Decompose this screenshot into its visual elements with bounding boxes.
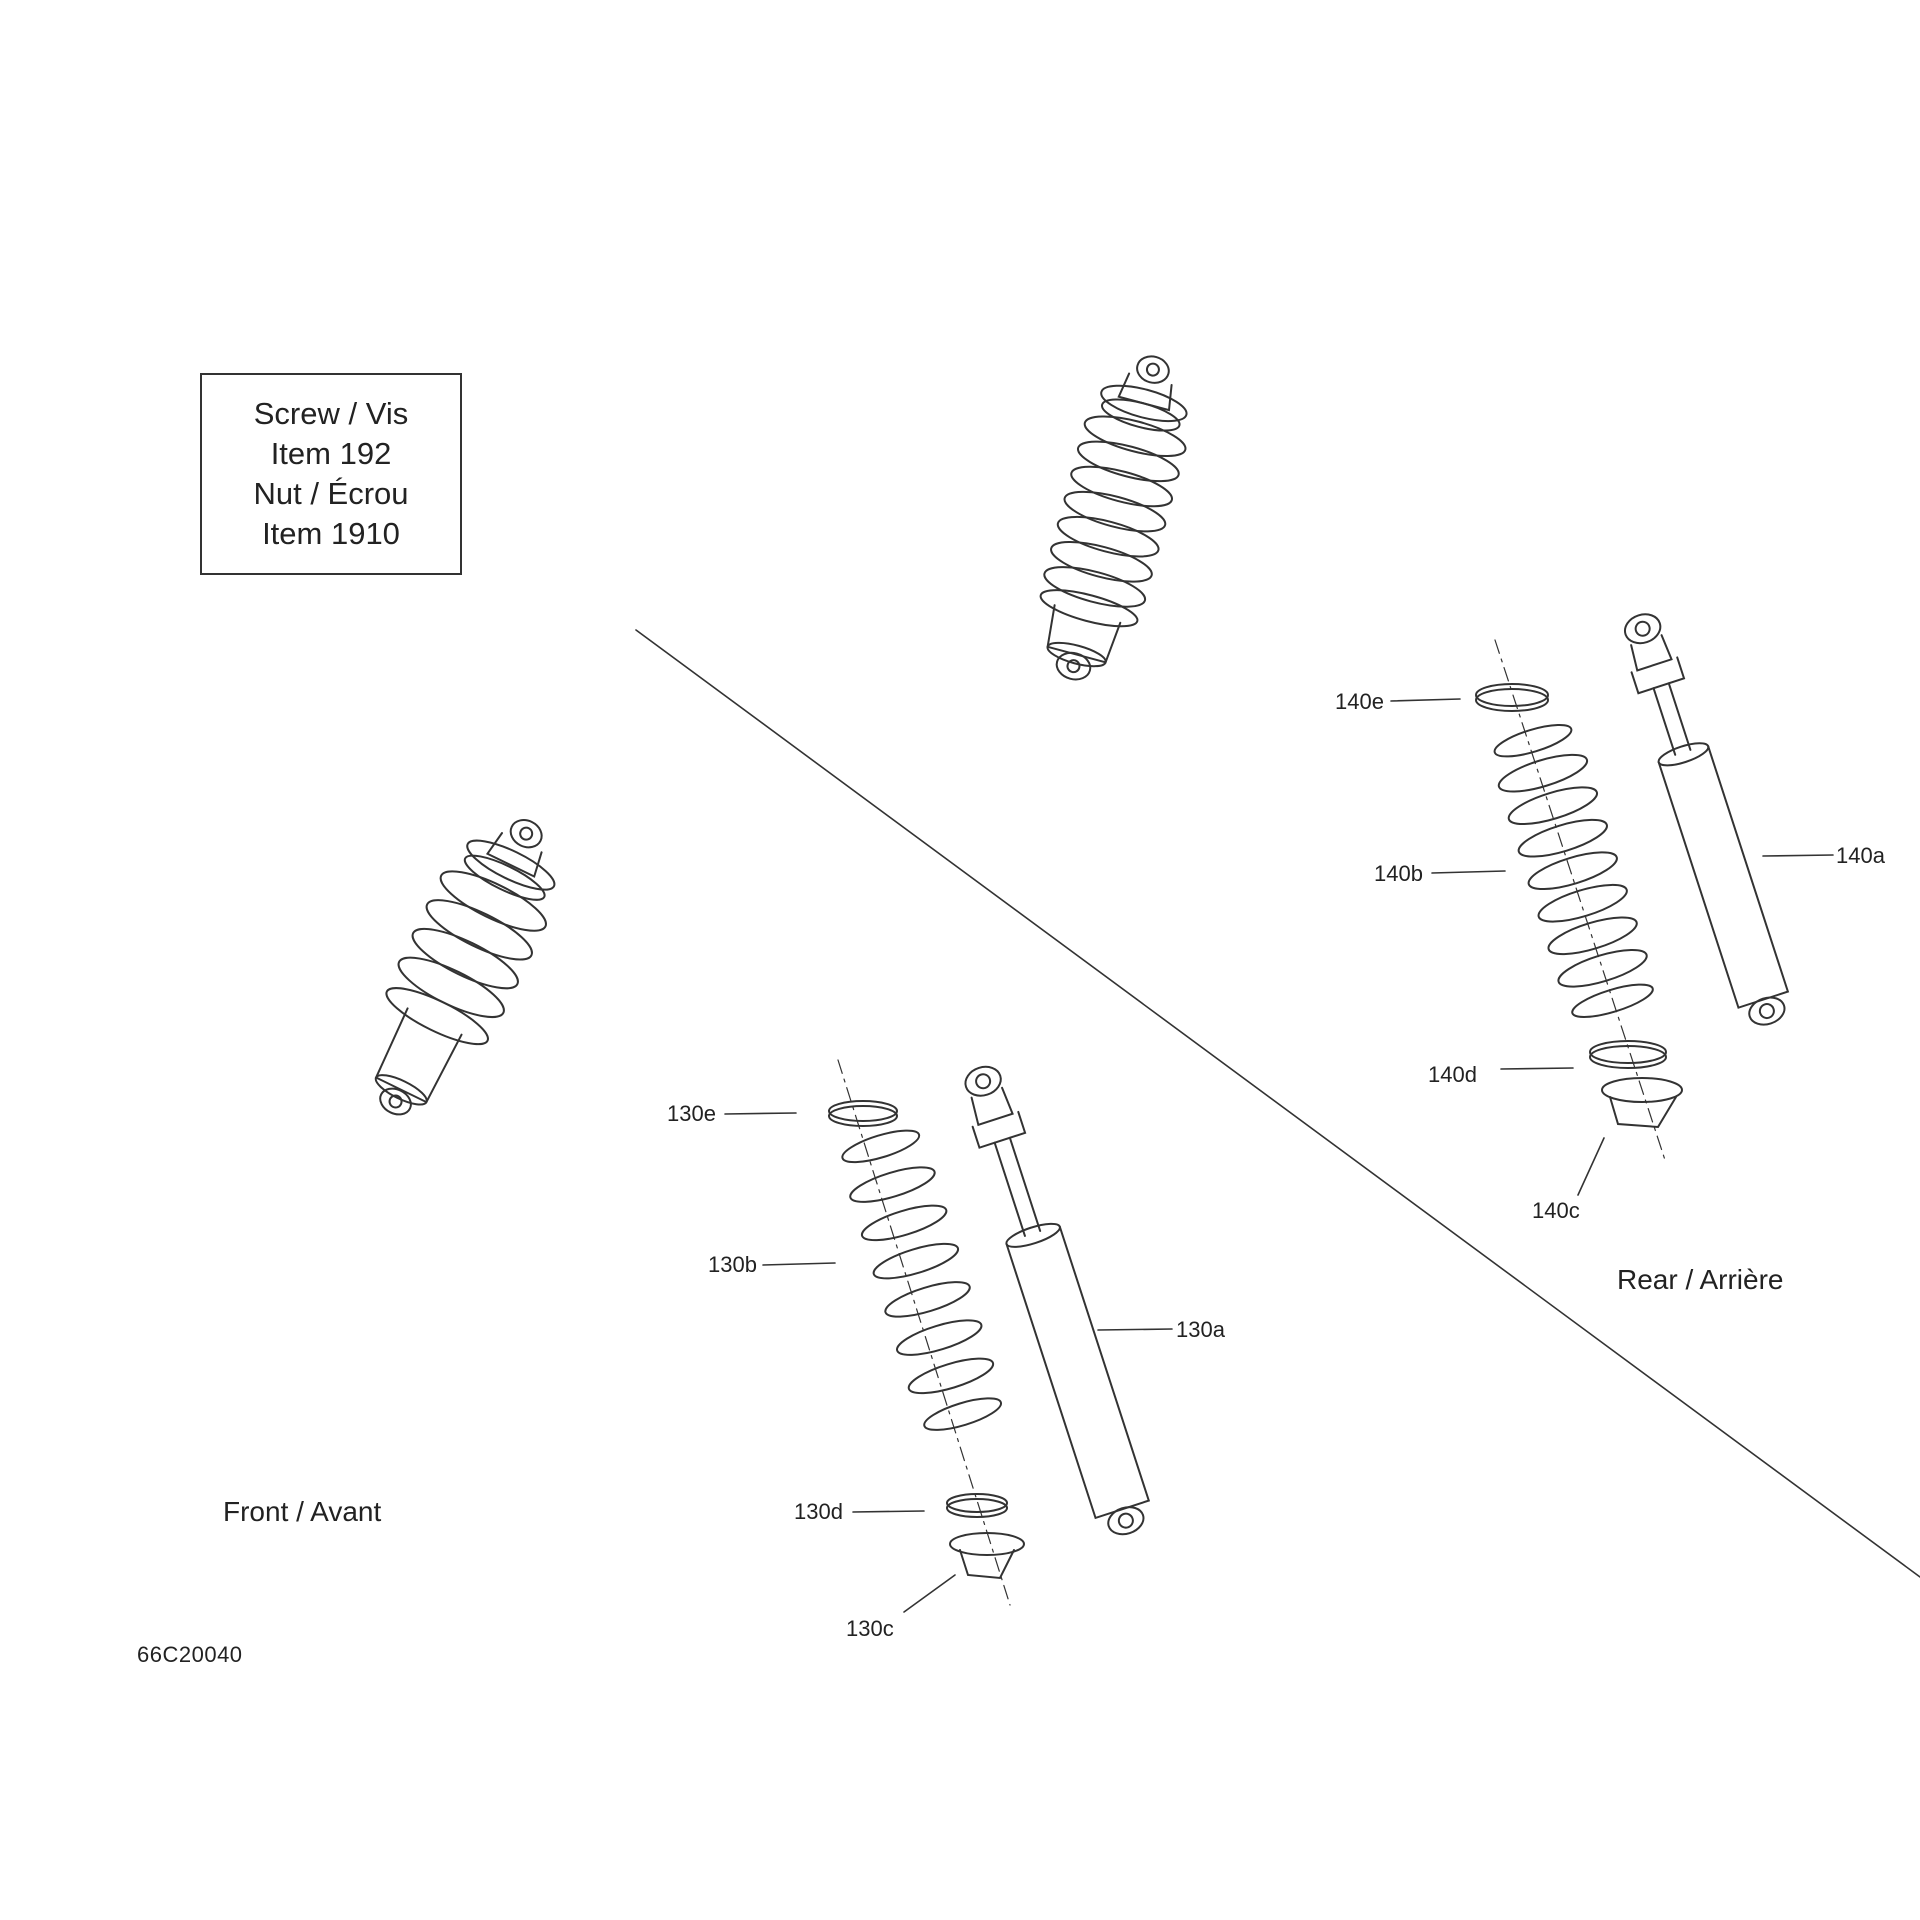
part-130e-retainer <box>828 1100 898 1127</box>
leader-130c <box>903 1574 956 1613</box>
leader-140c <box>1577 1137 1605 1196</box>
assembled-rear-shock <box>1039 355 1188 681</box>
callout-130d[interactable]: 130d <box>794 1499 843 1524</box>
callout-140e[interactable]: 140e <box>1335 689 1384 714</box>
drawing-number: 66C20040 <box>137 1642 243 1667</box>
leader-130a <box>1097 1328 1173 1331</box>
part-140b-spring <box>1493 723 1654 1018</box>
part-130c-seat <box>949 1532 1025 1580</box>
axis-130 <box>837 1059 1011 1606</box>
leader-140b <box>1431 870 1506 874</box>
part-140e-retainer <box>1475 683 1549 712</box>
callout-130c[interactable]: 130c <box>846 1616 894 1641</box>
leader-140d <box>1500 1067 1574 1070</box>
part-140a-damper <box>1623 613 1790 1026</box>
leader-130b <box>762 1262 836 1266</box>
callout-130e[interactable]: 130e <box>667 1101 716 1126</box>
info-line-item-1910: Item 1910 <box>262 516 400 551</box>
axis-140 <box>1494 639 1666 1161</box>
part-130a-damper <box>964 1065 1151 1536</box>
info-line-nut: Nut / Écrou <box>253 476 409 511</box>
callout-140c[interactable]: 140c <box>1532 1198 1580 1223</box>
leader-140e <box>1390 698 1461 702</box>
fastener-info-box: Screw / Vis Item 192 Nut / Écrou Item 19… <box>200 373 462 575</box>
callout-140d[interactable]: 140d <box>1428 1062 1477 1087</box>
callout-140b[interactable]: 140b <box>1374 861 1423 886</box>
info-line-screw: Screw / Vis <box>253 396 409 431</box>
section-label-front: Front / Avant <box>223 1496 382 1527</box>
info-line-item-192: Item 192 <box>270 436 392 471</box>
section-label-rear: Rear / Arrière <box>1617 1264 1784 1295</box>
part-130b-spring <box>841 1129 1003 1431</box>
leader-130d <box>852 1510 925 1513</box>
callout-130b[interactable]: 130b <box>708 1252 757 1277</box>
divider-line <box>635 629 1920 1578</box>
callout-140a[interactable]: 140a <box>1836 843 1885 868</box>
callout-130a[interactable]: 130a <box>1176 1317 1225 1342</box>
leader-130e <box>724 1112 797 1115</box>
part-130d-washer <box>946 1493 1008 1518</box>
leader-140a <box>1762 854 1834 857</box>
assembled-front-shock <box>374 819 556 1116</box>
part-140d-washer <box>1589 1040 1667 1069</box>
part-140c-seat <box>1601 1077 1683 1129</box>
